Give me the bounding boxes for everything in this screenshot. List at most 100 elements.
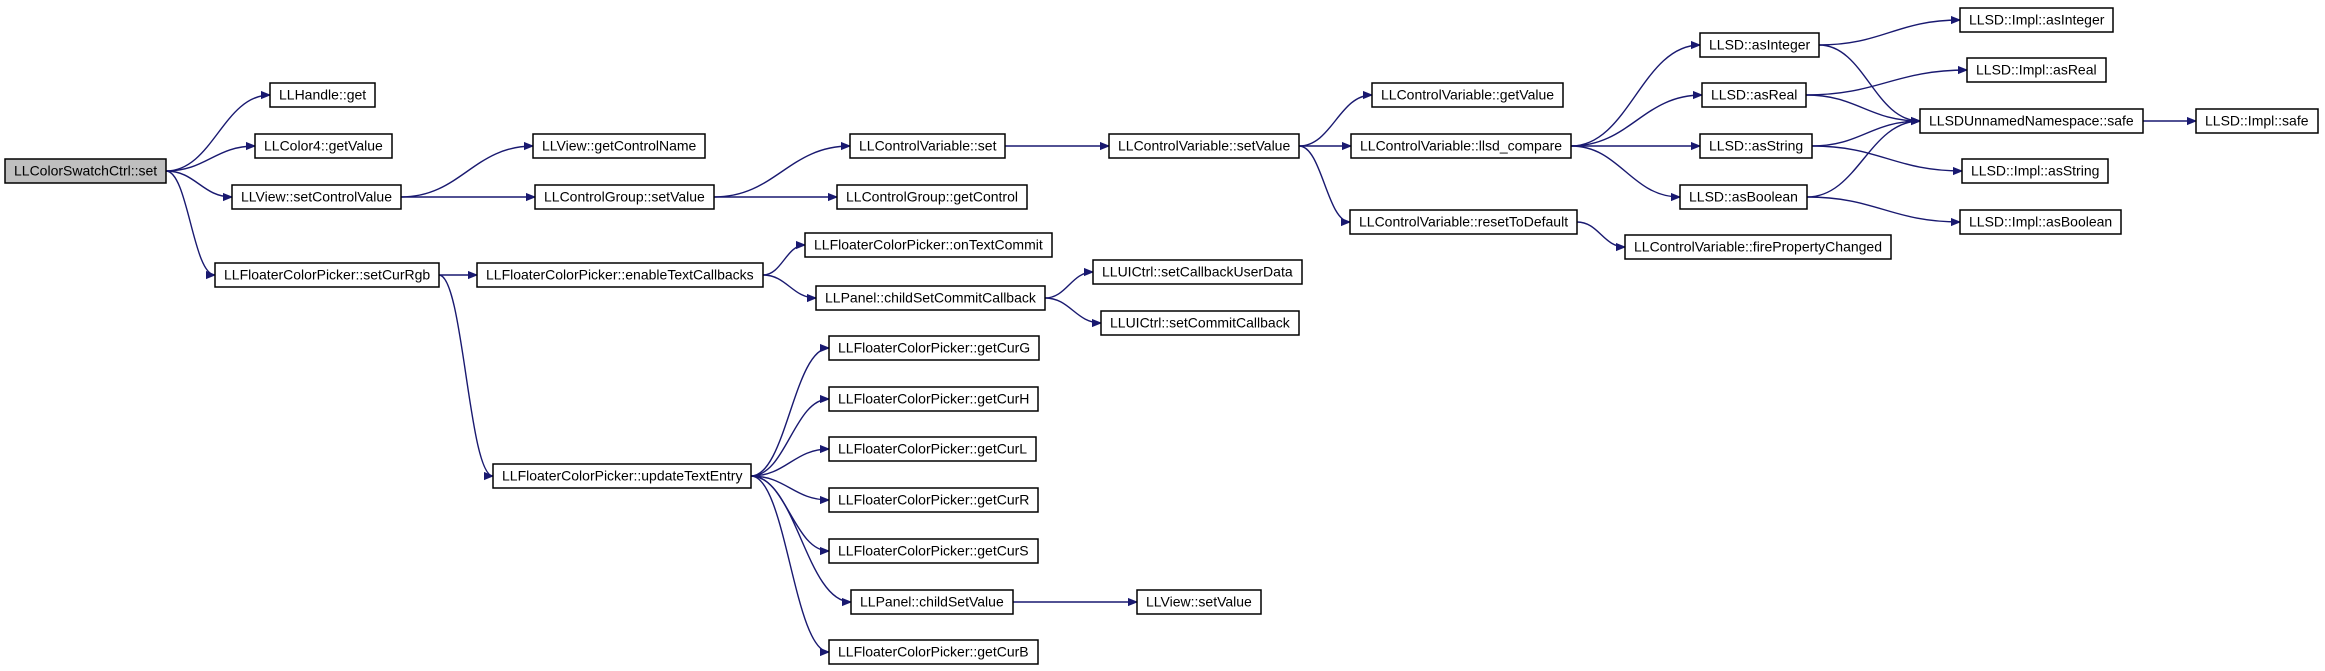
edge-cv-setvalue-to-cv-getvalue	[1298, 95, 1372, 147]
node-box	[1966, 57, 2107, 83]
node-box	[534, 184, 715, 210]
node-box	[1349, 209, 1578, 235]
node-label: LLControlVariable::setValue	[1118, 138, 1290, 154]
node-label: LLFloaterColorPicker::updateTextEntry	[502, 468, 742, 484]
node-label: LLSD::asBoolean	[1689, 189, 1798, 205]
node-llfloatercolorpicker-enabletextcallbacks[interactable]: LLFloaterColorPicker::enableTextCallback…	[476, 262, 764, 288]
edge-panel-childsetcommitcallback-to-uictrl-setcommitcallback	[1044, 297, 1101, 323]
node-llcontrolgroup-setvalue[interactable]: LLControlGroup::setValue	[534, 184, 715, 210]
node-llfloatercolorpicker-getcurg[interactable]: LLFloaterColorPicker::getCurG	[828, 335, 1040, 361]
node-llsd-impl-safe[interactable]: LLSD::Impl::safe	[2195, 108, 2319, 134]
edge-fcp-updatetextentry-to-fcp-getcurb	[750, 475, 830, 652]
node-llhandle-get[interactable]: LLHandle::get	[269, 82, 376, 108]
edge-llsd-asboolean-to-impl-asboolean	[1806, 196, 1960, 222]
node-label: LLPanel::childSetCommitCallback	[825, 290, 1037, 306]
node-box	[231, 184, 402, 210]
node-llsd-asreal[interactable]: LLSD::asReal	[1701, 82, 1807, 108]
node-box	[1679, 184, 1808, 210]
node-label: LLControlVariable::getValue	[1381, 87, 1554, 103]
edge-root-to-view-setcontrolvalue	[165, 170, 232, 197]
edge-llsd-asinteger-to-impl-asinteger	[1818, 20, 1960, 46]
edge-fcp-updatetextentry-to-panel-childsetvalue	[750, 475, 851, 602]
node-label: LLControlVariable::firePropertyChanged	[1634, 239, 1882, 255]
node-llview-setcontrolvalue[interactable]: LLView::setControlValue	[231, 184, 402, 210]
edge-cv-llsd-compare-to-llsd-asboolean	[1570, 145, 1680, 197]
node-box	[1092, 259, 1303, 285]
node-llsd-asboolean[interactable]: LLSD::asBoolean	[1679, 184, 1808, 210]
edge-root-to-handle-get	[165, 95, 270, 172]
node-box	[850, 589, 1014, 615]
edge-fcp-enabletextcallbacks-to-fcp-ontextcommit	[762, 245, 806, 276]
node-llfloatercolorpicker-getcurs[interactable]: LLFloaterColorPicker::getCurS	[828, 538, 1039, 564]
node-llcontrolvariable-set[interactable]: LLControlVariable::set	[849, 133, 1006, 159]
node-label: LLControlVariable::llsd_compare	[1360, 138, 1562, 154]
node-box	[492, 463, 752, 489]
node-box	[254, 133, 393, 159]
node-box	[1100, 310, 1300, 336]
node-llfloatercolorpicker-ontextcommit[interactable]: LLFloaterColorPicker::onTextCommit	[804, 232, 1053, 258]
node-label: LLControlVariable::set	[859, 138, 997, 154]
node-llfloatercolorpicker-getcurh[interactable]: LLFloaterColorPicker::getCurH	[828, 386, 1039, 412]
node-label: LLSD::asReal	[1711, 87, 1797, 103]
node-label: LLUICtrl::setCommitCallback	[1110, 315, 1291, 331]
node-llsd-impl-asboolean[interactable]: LLSD::Impl::asBoolean	[1959, 209, 2122, 235]
edge-cv-llsd-compare-to-llsd-asreal	[1570, 95, 1702, 147]
node-label: LLSDUnnamedNamespace::safe	[1929, 113, 2134, 129]
node-llcontrolvariable-firepropertychanged[interactable]: LLControlVariable::firePropertyChanged	[1624, 234, 1892, 260]
node-llsd-impl-asinteger[interactable]: LLSD::Impl::asInteger	[1959, 7, 2114, 33]
node-llcontrolvariable-setvalue[interactable]: LLControlVariable::setValue	[1108, 133, 1300, 159]
node-llfloatercolorpicker-getcurr[interactable]: LLFloaterColorPicker::getCurR	[828, 487, 1039, 513]
node-llcolorswatchctrl-set[interactable]: LLColorSwatchCtrl::set	[4, 158, 167, 184]
node-label: LLFloaterColorPicker::getCurB	[838, 644, 1029, 660]
edge-llsd-asboolean-to-unnamed-safe	[1806, 121, 1920, 198]
node-label: LLControlGroup::setValue	[544, 189, 705, 205]
node-box	[1699, 133, 1813, 159]
node-llcontrolvariable-resettodefault[interactable]: LLControlVariable::resetToDefault	[1349, 209, 1578, 235]
node-llcontrolvariable-getvalue[interactable]: LLControlVariable::getValue	[1371, 82, 1564, 108]
node-llfloatercolorpicker-getcurb[interactable]: LLFloaterColorPicker::getCurB	[828, 639, 1039, 665]
node-label: LLSD::asInteger	[1709, 37, 1811, 53]
node-llcontrolvariable-llsd-compare[interactable]: LLControlVariable::llsd_compare	[1350, 133, 1572, 159]
node-label: LLPanel::childSetValue	[860, 594, 1004, 610]
node-box	[476, 262, 764, 288]
node-llfloatercolorpicker-setcurrgb[interactable]: LLFloaterColorPicker::setCurRgb	[214, 262, 440, 288]
node-lluictrl-setcommitcallback[interactable]: LLUICtrl::setCommitCallback	[1100, 310, 1300, 336]
node-box	[1701, 82, 1807, 108]
node-llsd-asinteger[interactable]: LLSD::asInteger	[1699, 32, 1820, 58]
node-llview-getcontrolname[interactable]: LLView::getControlName	[532, 133, 706, 159]
node-label: LLFloaterColorPicker::onTextCommit	[814, 237, 1043, 253]
node-llcontrolgroup-getcontrol[interactable]: LLControlGroup::getControl	[836, 184, 1028, 210]
node-box	[828, 386, 1039, 412]
node-box	[828, 436, 1037, 462]
node-lluictrl-setcallbackuserdata[interactable]: LLUICtrl::setCallbackUserData	[1092, 259, 1303, 285]
node-box	[828, 487, 1039, 513]
edge-cv-setvalue-to-cv-resettodefault	[1298, 145, 1351, 222]
node-llsd-impl-asstring[interactable]: LLSD::Impl::asString	[1961, 158, 2109, 184]
node-box	[1108, 133, 1300, 159]
edge-root-to-fcp-setcurrgb	[165, 170, 216, 275]
node-llfloatercolorpicker-getcurl[interactable]: LLFloaterColorPicker::getCurL	[828, 436, 1037, 462]
node-box	[2195, 108, 2319, 134]
node-label: LLSD::Impl::asReal	[1976, 62, 2097, 78]
node-box	[1919, 108, 2144, 134]
node-box	[532, 133, 706, 159]
node-llsd-asstring[interactable]: LLSD::asString	[1699, 133, 1813, 159]
node-llsd-impl-asreal[interactable]: LLSD::Impl::asReal	[1966, 57, 2107, 83]
edge-panel-childsetcommitcallback-to-uictrl-setcallbackuserdata	[1044, 272, 1094, 299]
node-llsdunnamednamespace-safe[interactable]: LLSDUnnamedNamespace::safe	[1919, 108, 2144, 134]
node-llfloatercolorpicker-updatetextentry[interactable]: LLFloaterColorPicker::updateTextEntry	[492, 463, 752, 489]
node-llcolor4-getvalue[interactable]: LLColor4::getValue	[254, 133, 393, 159]
edges-layer	[165, 20, 2196, 652]
edge-llsd-asstring-to-impl-asstring	[1811, 145, 1962, 171]
node-label: LLFloaterColorPicker::getCurR	[838, 492, 1029, 508]
node-label: LLSD::Impl::safe	[2205, 113, 2309, 129]
node-llpanel-childsetcommitcallback[interactable]: LLPanel::childSetCommitCallback	[815, 285, 1046, 311]
node-llpanel-childsetvalue[interactable]: LLPanel::childSetValue	[850, 589, 1014, 615]
node-label: LLSD::Impl::asString	[1971, 163, 2099, 179]
edge-cg-setvalue-to-cv-set	[713, 146, 850, 198]
node-llview-setvalue[interactable]: LLView::setValue	[1136, 589, 1262, 615]
node-label: LLView::setControlValue	[241, 189, 392, 205]
node-box	[804, 232, 1053, 258]
node-label: LLSD::Impl::asInteger	[1969, 12, 2105, 28]
node-box	[1959, 209, 2122, 235]
